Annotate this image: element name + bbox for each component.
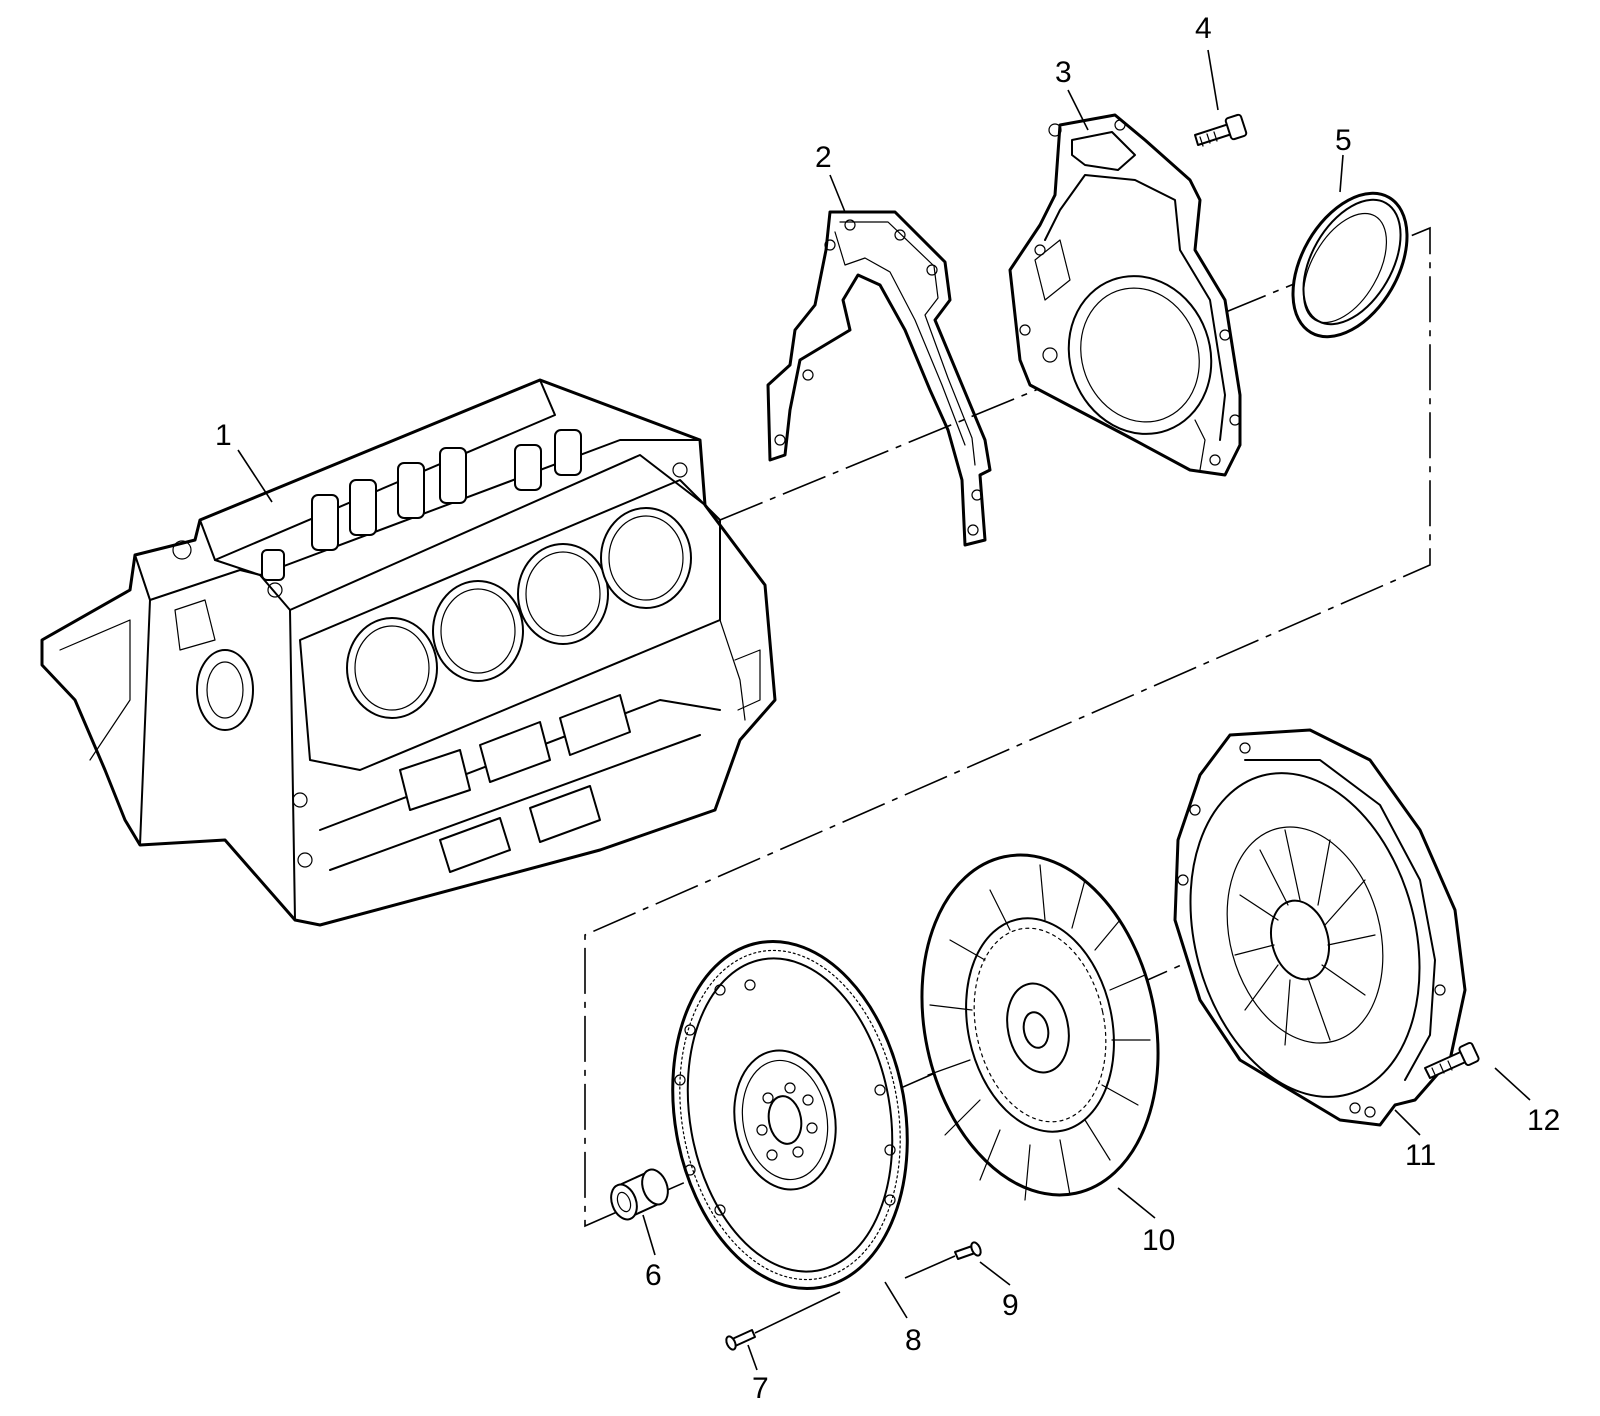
- pilot-bearing: [610, 1168, 669, 1221]
- callout-6: 6: [645, 1259, 662, 1292]
- callout-10: 10: [1142, 1224, 1175, 1257]
- diaphragm-fingers: [1234, 829, 1376, 1046]
- pressure-plate: [1173, 728, 1467, 1127]
- rear-main-seal: [1291, 191, 1409, 339]
- dowel-pin-7: [725, 1291, 841, 1351]
- callout-7: 7: [752, 1372, 769, 1405]
- callout-12: 12: [1527, 1104, 1560, 1137]
- leader-lines: [237, 49, 1531, 1371]
- callout-2: 2: [815, 141, 832, 174]
- callout-8: 8: [905, 1324, 922, 1357]
- cylinder-bores: [346, 507, 692, 719]
- lifter-bosses: [261, 429, 582, 581]
- clutch-disc: [920, 853, 1160, 1201]
- callout-labels: 1 2 3 4 5 6 7 8 9 10 11 12: [215, 12, 1560, 1405]
- rear-cover-gasket: [766, 210, 992, 547]
- callout-3: 3: [1055, 56, 1072, 89]
- dowel-pin-9: [904, 1241, 982, 1279]
- cover-bolt: [1194, 113, 1248, 147]
- rear-cover: [1008, 113, 1242, 477]
- flywheel: [671, 940, 909, 1290]
- callout-4: 4: [1195, 12, 1212, 45]
- clutch-disc-segments: [927, 864, 1151, 1201]
- callout-9: 9: [1002, 1289, 1019, 1322]
- flywheel-bolt-holes: [756, 1082, 818, 1161]
- callout-5: 5: [1335, 124, 1352, 157]
- callout-11: 11: [1405, 1139, 1436, 1172]
- engine-block: [40, 378, 777, 927]
- callout-1: 1: [215, 419, 232, 452]
- pressure-plate-bolt: [1424, 1041, 1480, 1079]
